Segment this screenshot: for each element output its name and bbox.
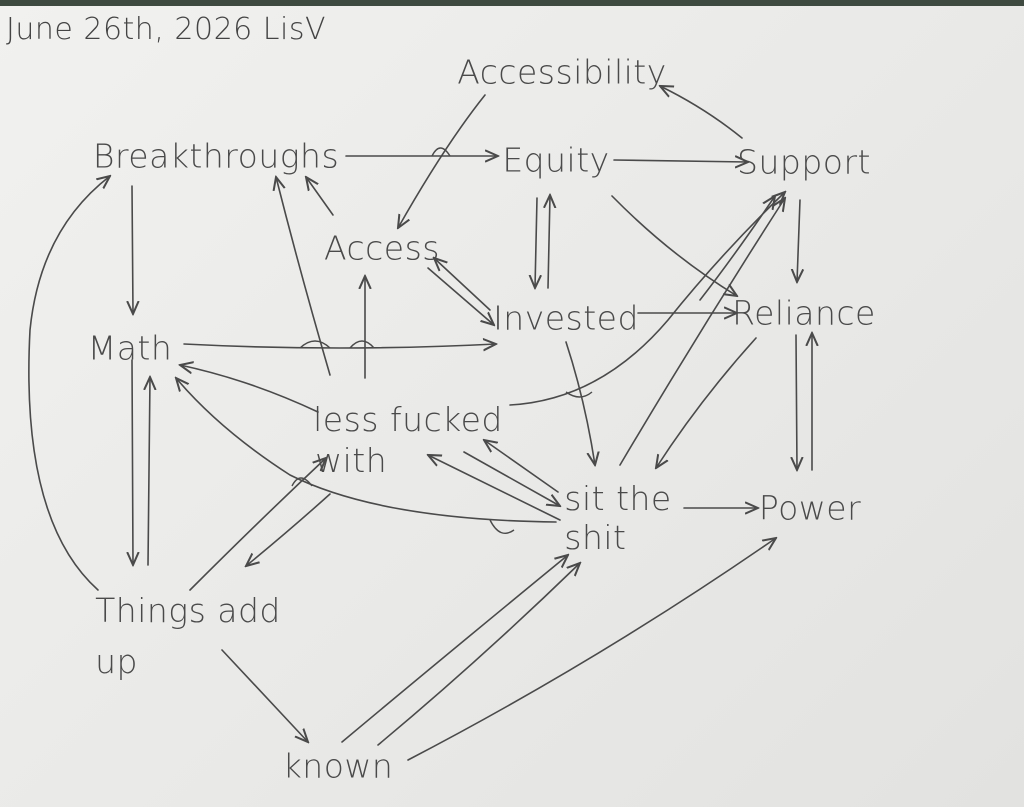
arrow-things-breakthroughs (28, 176, 110, 591)
crossing-loop (431, 147, 451, 157)
node-things-add-up-line2: up (95, 642, 138, 681)
arrow-accessibility-access (398, 94, 486, 228)
node-reliance: Reliance (732, 293, 876, 333)
arrow-invested-access (434, 258, 491, 311)
node-access: Access (324, 228, 440, 268)
arrow-math-things (132, 359, 133, 565)
arrow-lfw-breakthroughs (276, 177, 331, 376)
node-less-fucked-with: less fucked with (313, 403, 503, 477)
arrow-sts-support (619, 198, 785, 466)
arrow-sts-lfw (484, 440, 559, 493)
node-less-fucked-with-line2: with (315, 441, 388, 480)
arrow-invested-equity (548, 195, 550, 289)
crossing-loop (489, 519, 515, 534)
arrow-with-things (246, 493, 331, 566)
arrow-lfw-support (509, 192, 785, 406)
header-date-note: June 26th, 2026 LisV (6, 12, 326, 47)
arrow-reliance-sts (656, 337, 757, 468)
node-things-add-up: Things add up (95, 594, 281, 678)
arrow-sts-math (176, 378, 557, 523)
node-sit-the-shit: sit the shit (564, 482, 671, 554)
crossing-loop (349, 340, 375, 349)
arrow-known-sts-2 (377, 563, 580, 746)
arrow-things-math (148, 377, 150, 566)
arrow-known-sts-1 (341, 555, 568, 743)
arrow-support-reliance (797, 199, 800, 282)
node-breakthroughs: Breakthroughs (92, 136, 340, 176)
arrow-reliance-support (699, 196, 775, 301)
crossing-loop (291, 477, 313, 487)
arrow-known-power (407, 538, 776, 761)
node-math: Math (87, 328, 173, 368)
crossing-loop (299, 340, 331, 349)
node-power: Power (758, 488, 862, 528)
crossing-loop (565, 391, 593, 398)
node-equity: Equity (502, 140, 610, 180)
node-sit-the-shit-line2: shit (564, 518, 627, 557)
arrow-reliance-power (796, 334, 797, 470)
node-known: known (282, 746, 394, 786)
arrow-sts-with (428, 455, 561, 521)
arrow-invested-sts (565, 341, 595, 465)
arrow-access-invested (427, 267, 494, 325)
arrow-things-with (189, 458, 326, 591)
arrow-lfw-math (180, 365, 319, 413)
arrow-support-accessibility (660, 86, 743, 139)
arrow-equity-support (613, 160, 748, 162)
arrow-equity-reliance (611, 195, 737, 296)
node-sit-the-shit-line1: sit the (564, 479, 672, 518)
node-accessibility: Accessibility (457, 52, 667, 92)
node-less-fucked-with-line1: less fucked (313, 400, 503, 439)
arrow-math-invested (183, 344, 496, 348)
arrow-things-known (221, 649, 308, 742)
arrow-equity-invested (535, 197, 537, 288)
arrow-lfw-sts (463, 451, 560, 506)
node-invested: Invested (493, 298, 639, 338)
arrow-breakthroughs-math (132, 185, 133, 314)
node-support: Support (737, 142, 871, 182)
paper-sheet (0, 6, 1024, 807)
arrow-access-breakthroughs (306, 177, 334, 216)
node-things-add-up-line1: Things add (95, 591, 281, 630)
